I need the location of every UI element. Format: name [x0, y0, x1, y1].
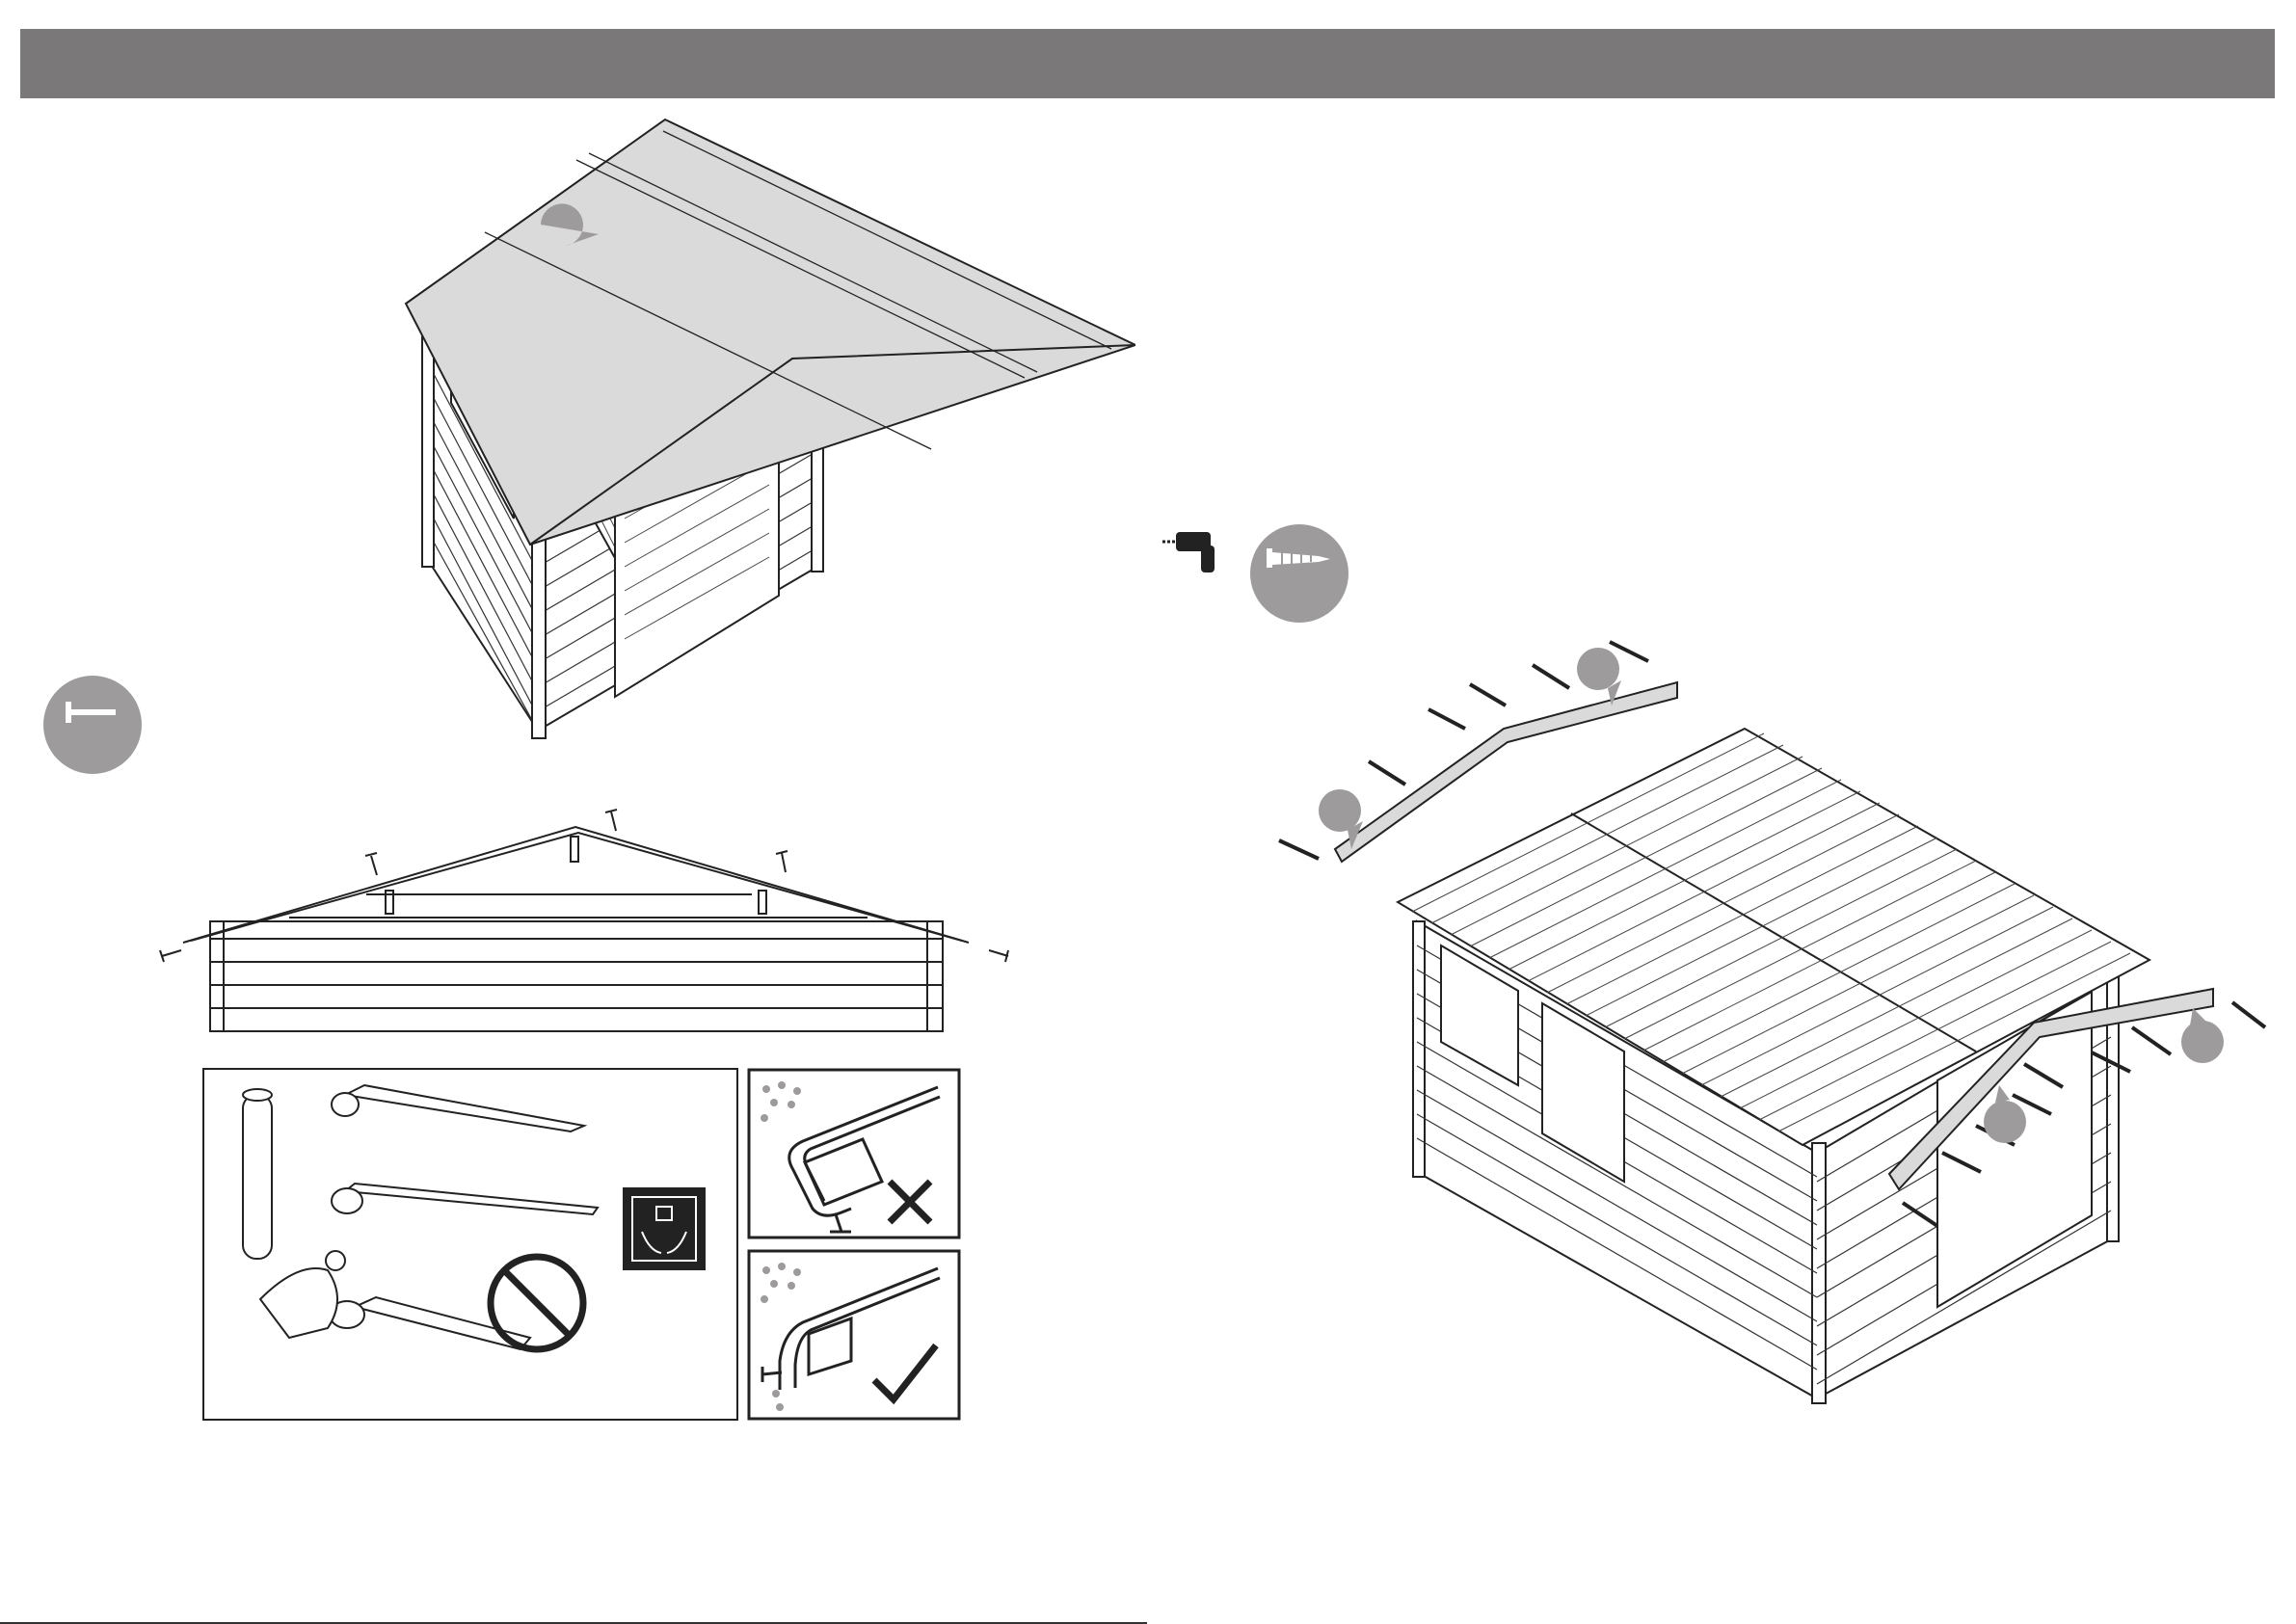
- header-bar: [20, 29, 2275, 98]
- screw-badge: [1249, 523, 1349, 624]
- fragile-handle-with-care-icon: [623, 1187, 706, 1270]
- figure-edge-incorrect: [747, 1068, 961, 1239]
- nail-badge: [42, 675, 143, 775]
- figure-felt-nailing-section: [154, 798, 1022, 1045]
- figure-fascia-boards: [1263, 613, 2275, 1419]
- figure-edge-correct: [747, 1249, 961, 1421]
- figure-shed-felted-roof: [403, 114, 1135, 779]
- figure-felt-instructions: [202, 1068, 738, 1421]
- drill-icon: [1162, 528, 1230, 574]
